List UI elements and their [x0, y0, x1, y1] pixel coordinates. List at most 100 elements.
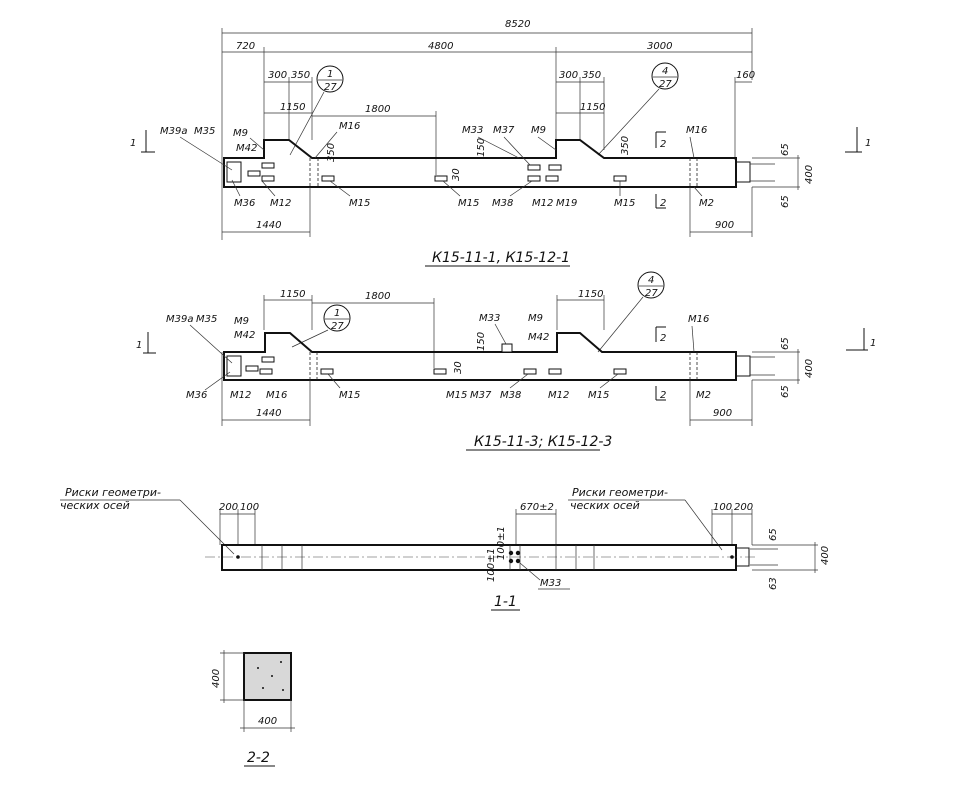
label-m9-right: М9	[531, 125, 546, 136]
label-m42: М42	[236, 143, 257, 154]
view-b-title: К15-11-3; К15-12-3	[474, 434, 612, 450]
label-m19: М19	[556, 198, 577, 209]
s1-dim-100-v1: 100±1	[496, 526, 507, 560]
b-section-mark-1-right: 1	[846, 328, 876, 351]
note-left-line2: ческих осей	[60, 499, 130, 512]
dim-4800: 4800	[428, 41, 453, 52]
dim-height-350-left: 350	[326, 143, 337, 162]
s1-side-63: 63	[768, 577, 779, 590]
b-label-m16: М16	[688, 314, 709, 325]
label-m15-b: М15	[458, 198, 479, 209]
label-m36: М36	[234, 198, 255, 209]
b-label-m2: М2	[696, 390, 711, 401]
label-m15-c: М15	[614, 198, 635, 209]
b-callout-4-27: 4 27	[597, 271, 665, 353]
section-mark-2-top: 2	[655, 131, 666, 150]
section-mark-1-left: 1	[130, 130, 155, 153]
side-65-bottom: 65	[780, 195, 791, 208]
label-m38: М38	[492, 198, 513, 209]
b-label-m15-c: М15	[588, 390, 609, 401]
dim-1440: 1440	[256, 220, 281, 231]
b-label-m15-a: М15	[339, 390, 360, 401]
label-m16-right: М16	[686, 125, 707, 136]
b-section-mark-1-left: 1	[136, 332, 156, 354]
svg-text:1: 1	[865, 138, 871, 149]
note-right-line1: Риски геометри-	[572, 486, 668, 499]
b-side-400: 400	[804, 359, 815, 378]
b-label-m16-bottom: М16	[266, 390, 287, 401]
svg-text:2: 2	[660, 390, 666, 401]
s1-side-400: 400	[820, 546, 831, 565]
s2-dim-width: 400	[258, 716, 277, 727]
svg-text:1: 1	[327, 69, 333, 80]
dim-160: 160	[736, 70, 755, 81]
b-dim-1150-right: 1150	[578, 289, 603, 300]
b-dim-1440: 1440	[256, 408, 281, 419]
b-label-m39a: М39а	[166, 314, 193, 325]
b-height-150: 150	[476, 332, 487, 351]
s1-beam-outline	[221, 544, 737, 571]
svg-text:1: 1	[130, 138, 136, 149]
s1-dim-670: 670±2	[520, 502, 554, 513]
s1-dim-100-left: 100	[240, 502, 259, 513]
svg-text:2: 2	[660, 333, 666, 344]
svg-text:2: 2	[660, 139, 666, 150]
view-b: 1150 1800 1150 1 27 4 27	[136, 271, 876, 451]
b-dim-1150-left: 1150	[280, 289, 305, 300]
side-65-top: 65	[780, 143, 791, 156]
svg-text:27: 27	[331, 321, 344, 332]
s2-cross-section	[243, 652, 292, 701]
b-label-m12-right: М12	[548, 390, 569, 401]
callout-4-27: 4 27	[597, 62, 679, 156]
dim-900: 900	[715, 220, 734, 231]
dim-height-150: 150	[476, 138, 487, 157]
b-label-m33: М33	[479, 313, 500, 324]
section-mark-2-bottom: 2	[655, 194, 666, 209]
dim-height-350-right: 350	[620, 136, 631, 155]
section-1-1-title: 1-1	[494, 594, 517, 610]
beam-a-outline	[223, 139, 737, 188]
section-2-2-title: 2-2	[247, 750, 270, 766]
svg-text:27: 27	[645, 288, 658, 299]
note-right-line2: ческих осей	[570, 499, 640, 512]
side-400: 400	[804, 165, 815, 184]
dim-350-right: 350	[582, 70, 601, 81]
b-label-m42: М42	[234, 330, 255, 341]
b-label-m42-right: М42	[528, 332, 549, 343]
note-left-line1: Риски геометри-	[65, 486, 161, 499]
section-1-1: Риски геометри- ческих осей Риски геомет…	[60, 486, 831, 611]
svg-text:1: 1	[870, 338, 876, 349]
b-label-m35: М35	[196, 314, 217, 325]
section-2-2: 400 400 2-2	[211, 650, 295, 767]
svg-text:1: 1	[136, 340, 142, 351]
label-m2: М2	[699, 198, 714, 209]
dim-350-left: 350	[291, 70, 310, 81]
label-m16-top: М16	[339, 121, 360, 132]
b-section-mark-2-top: 2	[655, 326, 666, 344]
beam-b-outline	[223, 332, 737, 381]
b-label-m9: М9	[234, 316, 249, 327]
svg-text:1: 1	[334, 308, 340, 319]
b-callout-1-27: 1 27	[291, 304, 351, 348]
label-m39a: М39а	[160, 126, 187, 137]
s1-label-m33: М33	[540, 578, 561, 589]
b-label-m9-right: М9	[528, 313, 543, 324]
label-m35: М35	[194, 126, 215, 137]
label-m15-a: М15	[349, 198, 370, 209]
b-height-30: 30	[453, 361, 464, 374]
s1-dim-200-right: 200	[734, 502, 753, 513]
b-label-m15-b: М15	[446, 390, 467, 401]
label-m9: М9	[233, 128, 248, 139]
dim-1150-right: 1150	[580, 102, 605, 113]
svg-text:4: 4	[648, 275, 654, 286]
label-m33: М33	[462, 125, 483, 136]
s1-side-65: 65	[768, 528, 779, 541]
dim-300-right: 300	[559, 70, 578, 81]
dim-300-left: 300	[268, 70, 287, 81]
dim-720: 720	[236, 41, 255, 52]
label-m12-right: М12	[532, 198, 553, 209]
b-dim-900: 900	[713, 408, 732, 419]
b-dim-1800: 1800	[365, 291, 390, 302]
dim-3000: 3000	[647, 41, 672, 52]
